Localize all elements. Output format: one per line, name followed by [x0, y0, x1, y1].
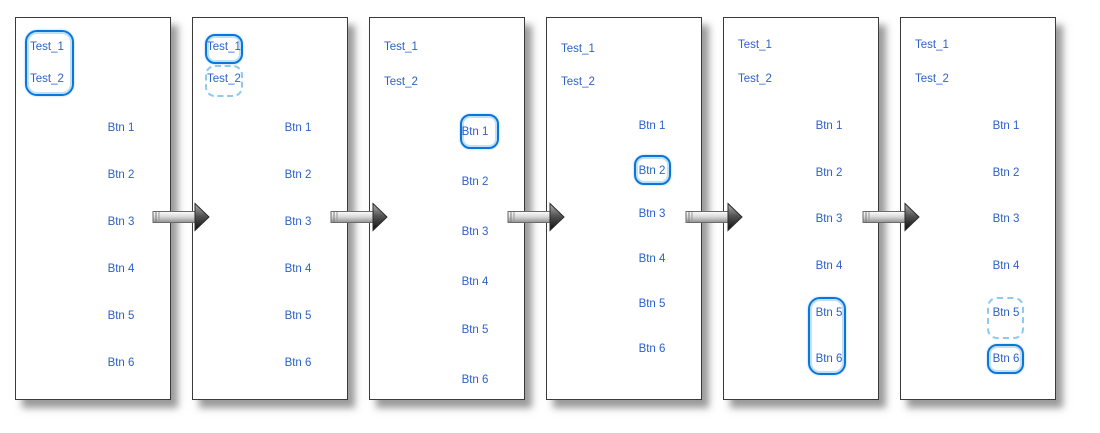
test-field-1[interactable]: Test_1: [915, 39, 949, 51]
button-btn-1[interactable]: Btn 1: [992, 120, 1020, 132]
button-btn-5[interactable]: Btn 5: [992, 307, 1020, 319]
button-btn-2[interactable]: Btn 2: [992, 167, 1020, 179]
screen-5: Test_1 Test_2 Btn 1 Btn 2 Btn 3 Btn 4 Bt…: [723, 17, 879, 400]
button-btn-1[interactable]: Btn 1: [107, 122, 135, 134]
test-field-1[interactable]: Test_1: [207, 41, 241, 53]
screen-4: Test_1 Test_2 Btn 1 Btn 2 Btn 3 Btn 4 Bt…: [546, 17, 702, 400]
right-arrow-icon: [685, 202, 743, 232]
test-field-1[interactable]: Test_1: [30, 41, 64, 53]
button-btn-5[interactable]: Btn 5: [461, 324, 489, 336]
button-btn-4[interactable]: Btn 4: [107, 263, 135, 275]
test-field-2[interactable]: Test_2: [738, 73, 772, 85]
button-btn-5[interactable]: Btn 5: [284, 310, 312, 322]
button-btn-4[interactable]: Btn 4: [461, 276, 489, 288]
button-btn-1[interactable]: Btn 1: [815, 120, 843, 132]
button-btn-5[interactable]: Btn 5: [815, 307, 843, 319]
button-btn-2[interactable]: Btn 2: [461, 176, 489, 188]
button-btn-3[interactable]: Btn 3: [461, 226, 489, 238]
button-btn-2[interactable]: Btn 2: [107, 169, 135, 181]
screen-2: Test_1 Test_2 Btn 1 Btn 2 Btn 3 Btn 4 Bt…: [192, 17, 348, 400]
button-btn-6[interactable]: Btn 6: [284, 357, 312, 369]
button-btn-2[interactable]: Btn 2: [638, 165, 666, 177]
test-field-1[interactable]: Test_1: [561, 43, 595, 55]
button-btn-5[interactable]: Btn 5: [107, 310, 135, 322]
button-btn-2[interactable]: Btn 2: [815, 167, 843, 179]
test-field-1[interactable]: Test_1: [738, 39, 772, 51]
right-arrow-icon: [862, 202, 920, 232]
right-arrow-icon: [152, 202, 210, 232]
button-btn-6[interactable]: Btn 6: [992, 353, 1020, 365]
button-btn-3[interactable]: Btn 3: [638, 208, 666, 220]
button-btn-6[interactable]: Btn 6: [461, 374, 489, 386]
button-btn-6[interactable]: Btn 6: [107, 357, 135, 369]
screen-1: Test_1 Test_2 Btn 1 Btn 2 Btn 3 Btn 4 Bt…: [15, 17, 171, 400]
test-field-2[interactable]: Test_2: [30, 73, 64, 85]
button-btn-4[interactable]: Btn 4: [638, 253, 666, 265]
button-btn-3[interactable]: Btn 3: [284, 216, 312, 228]
button-btn-1[interactable]: Btn 1: [284, 122, 312, 134]
button-btn-1[interactable]: Btn 1: [638, 120, 666, 132]
button-btn-3[interactable]: Btn 3: [992, 213, 1020, 225]
button-btn-3[interactable]: Btn 3: [107, 216, 135, 228]
test-field-1[interactable]: Test_1: [384, 41, 418, 53]
screen-3: Test_1 Test_2 Btn 1 Btn 2 Btn 3 Btn 4 Bt…: [369, 17, 525, 400]
test-field-2[interactable]: Test_2: [561, 76, 595, 88]
button-btn-6[interactable]: Btn 6: [815, 353, 843, 365]
button-btn-4[interactable]: Btn 4: [284, 263, 312, 275]
button-btn-2[interactable]: Btn 2: [284, 169, 312, 181]
button-btn-3[interactable]: Btn 3: [815, 213, 843, 225]
button-btn-4[interactable]: Btn 4: [992, 260, 1020, 272]
button-btn-1[interactable]: Btn 1: [461, 126, 489, 138]
button-btn-4[interactable]: Btn 4: [815, 260, 843, 272]
right-arrow-icon: [507, 202, 565, 232]
button-btn-5[interactable]: Btn 5: [638, 298, 666, 310]
test-field-2[interactable]: Test_2: [207, 73, 241, 85]
test-field-2[interactable]: Test_2: [915, 73, 949, 85]
right-arrow-icon: [330, 202, 388, 232]
button-btn-6[interactable]: Btn 6: [638, 343, 666, 355]
screen-6: Test_1 Test_2 Btn 1 Btn 2 Btn 3 Btn 4 Bt…: [900, 17, 1056, 400]
test-field-2[interactable]: Test_2: [384, 76, 418, 88]
